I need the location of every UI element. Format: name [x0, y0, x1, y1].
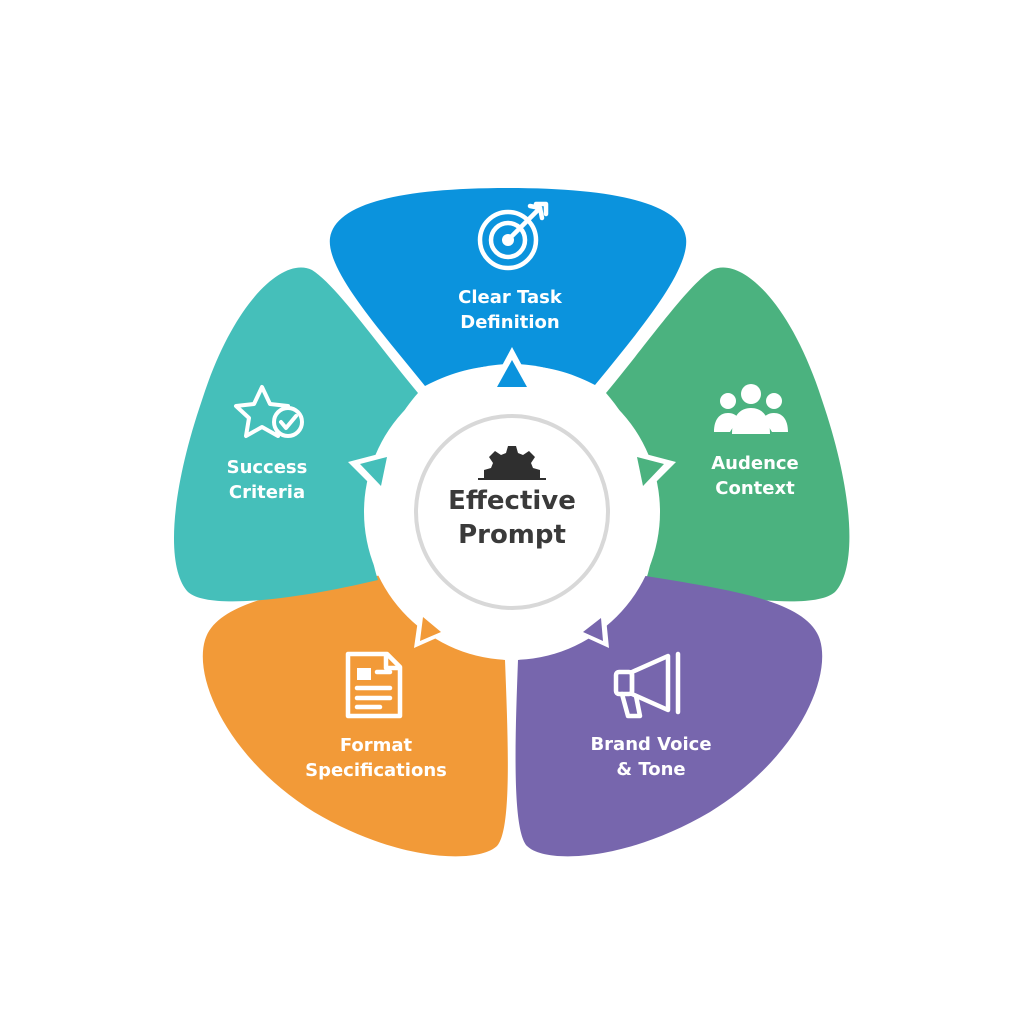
pointer-right-inner	[637, 457, 664, 486]
label-audience: Audence Context	[655, 451, 855, 501]
pointer-left-inner	[360, 457, 387, 486]
segment-clear-task	[329, 188, 687, 386]
pointer-bottom-left-inner	[420, 617, 441, 641]
label-audience-line1: Audence	[711, 453, 799, 474]
segment-audience	[606, 267, 850, 602]
megaphone-icon	[613, 651, 681, 719]
gear-icon	[478, 446, 546, 480]
label-success-line1: Success	[226, 457, 308, 478]
document-icon	[345, 651, 403, 719]
label-format-line1: Format	[339, 735, 413, 756]
label-clear-task-line2: Definition	[460, 312, 560, 333]
target-icon	[477, 201, 549, 271]
label-brand-voice-line2: & Tone	[616, 759, 686, 780]
center-ring	[414, 414, 610, 610]
center-title-line1: Effective	[448, 486, 576, 516]
center-title: Effective Prompt	[412, 484, 612, 552]
label-clear-task-line1: Clear Task	[458, 287, 562, 308]
label-brand-voice-line1: Brand Voice	[590, 734, 712, 755]
label-audience-line2: Context	[715, 478, 795, 499]
label-success: Success Criteria	[167, 455, 367, 505]
center-title-line2: Prompt	[458, 520, 566, 550]
star-check-icon	[234, 385, 304, 438]
label-format-line2: Specifications	[305, 760, 447, 781]
segment-brand-voice	[515, 575, 823, 857]
pointer-bottom-right-inner	[583, 618, 603, 641]
label-format: Format Specifications	[276, 733, 476, 783]
label-clear-task: Clear Task Definition	[410, 285, 610, 335]
label-success-line2: Criteria	[228, 482, 306, 503]
users-icon	[714, 384, 788, 434]
pointer-top-inner	[497, 360, 527, 387]
label-brand-voice: Brand Voice & Tone	[551, 732, 751, 782]
